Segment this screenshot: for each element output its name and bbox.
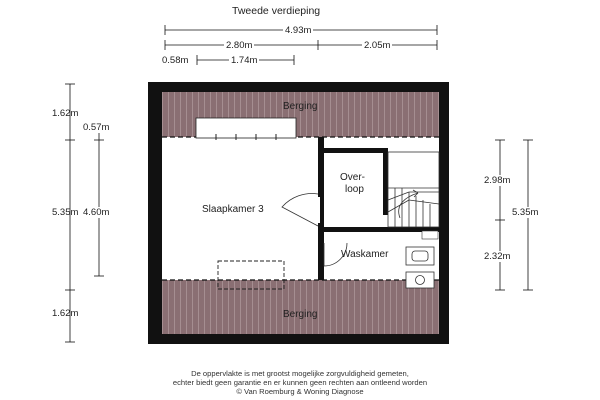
dim-total-width: 4.93m [283, 25, 314, 36]
dim-left-top: 1.62m [52, 108, 79, 119]
dim-left-gap: 0.57m [82, 122, 111, 133]
room-berging-top: Berging [283, 101, 318, 112]
footer-line-1: De oppervlakte is met grootst mogelijke … [191, 369, 409, 378]
dim-right-total: 5.35m [511, 207, 540, 218]
room-berging-bottom: Berging [283, 309, 318, 320]
sink [405, 246, 435, 266]
staircase [387, 151, 440, 228]
berging-bottom-area [162, 280, 439, 334]
footer-line-2: echter biedt geen garantie en er kunnen … [172, 378, 428, 387]
room-overloop-line2: loop [345, 184, 364, 195]
wall-cabinet [421, 230, 439, 240]
dim-window-width: 1.74m [229, 55, 260, 66]
skylight-top-mullions [215, 134, 277, 140]
dim-left-width: 2.80m [224, 40, 255, 51]
room-waskamer: Waskamer [341, 249, 389, 260]
dim-right-width: 2.05m [362, 40, 393, 51]
dim-left-total: 5.35m [52, 207, 79, 218]
skylight-top [195, 117, 297, 139]
waskamer-door-swing [323, 242, 348, 267]
room-overloop-line1: Over- [340, 172, 365, 183]
room-slaapkamer: Slaapkamer 3 [202, 204, 264, 215]
washing-machine [405, 271, 435, 289]
skylight-bottom [217, 260, 285, 290]
wall-overloop-top [318, 148, 388, 153]
dim-left-mid: 4.60m [83, 207, 110, 218]
dim-right-upper: 2.98m [483, 175, 512, 186]
slaapkamer-door-opening [317, 197, 320, 223]
slaapkamer-door-swing [281, 193, 319, 227]
footer-copyright: © Van Roemburg & Woning Diagnose [236, 387, 364, 396]
wall-waskamer-top [324, 227, 439, 232]
dim-right-lower: 2.32m [483, 251, 512, 262]
wall-stair-left [383, 148, 388, 215]
floor-title: Tweede verdieping [232, 5, 321, 17]
dim-offset: 0.58m [162, 55, 189, 66]
dim-left-bottom: 1.62m [52, 308, 79, 319]
wall-vertical-center [318, 137, 324, 280]
